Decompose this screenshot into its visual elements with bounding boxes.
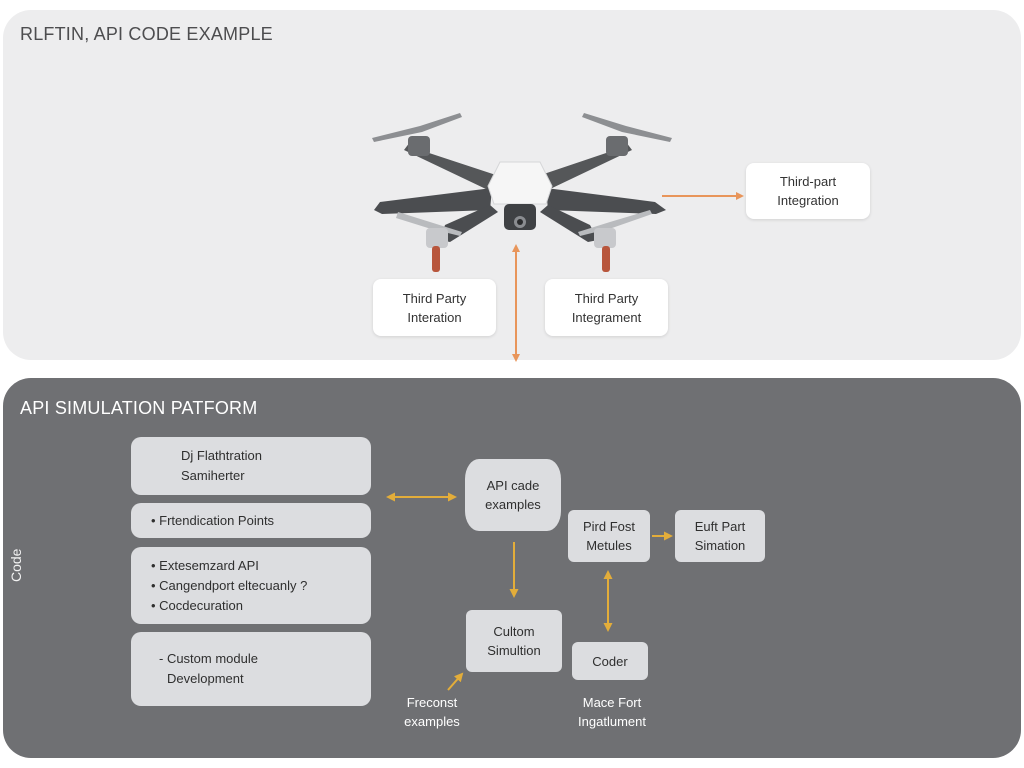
list-box-frtendication-points: • Frtendication Points bbox=[131, 503, 371, 538]
label-freconst-examples: Freconst examples bbox=[404, 695, 460, 729]
drone-icon bbox=[372, 113, 672, 272]
list-box-custom-module: - Custom module Development bbox=[131, 632, 371, 706]
list-box-flathtration: Dj Flathtration Samiherter bbox=[131, 437, 371, 495]
list-box-extesemzard-api: • Extesemzard API • Cangendport eltecuan… bbox=[131, 547, 371, 624]
label-mace-fort-ingatlument: Mace Fort Ingatlument bbox=[578, 695, 646, 729]
bottom-panel-title: API SIMULATION PATFORM bbox=[20, 398, 258, 418]
node-coder: Coder bbox=[572, 642, 648, 680]
top-panel-title: RLFTIN, API CODE EXAMPLE bbox=[20, 24, 273, 44]
